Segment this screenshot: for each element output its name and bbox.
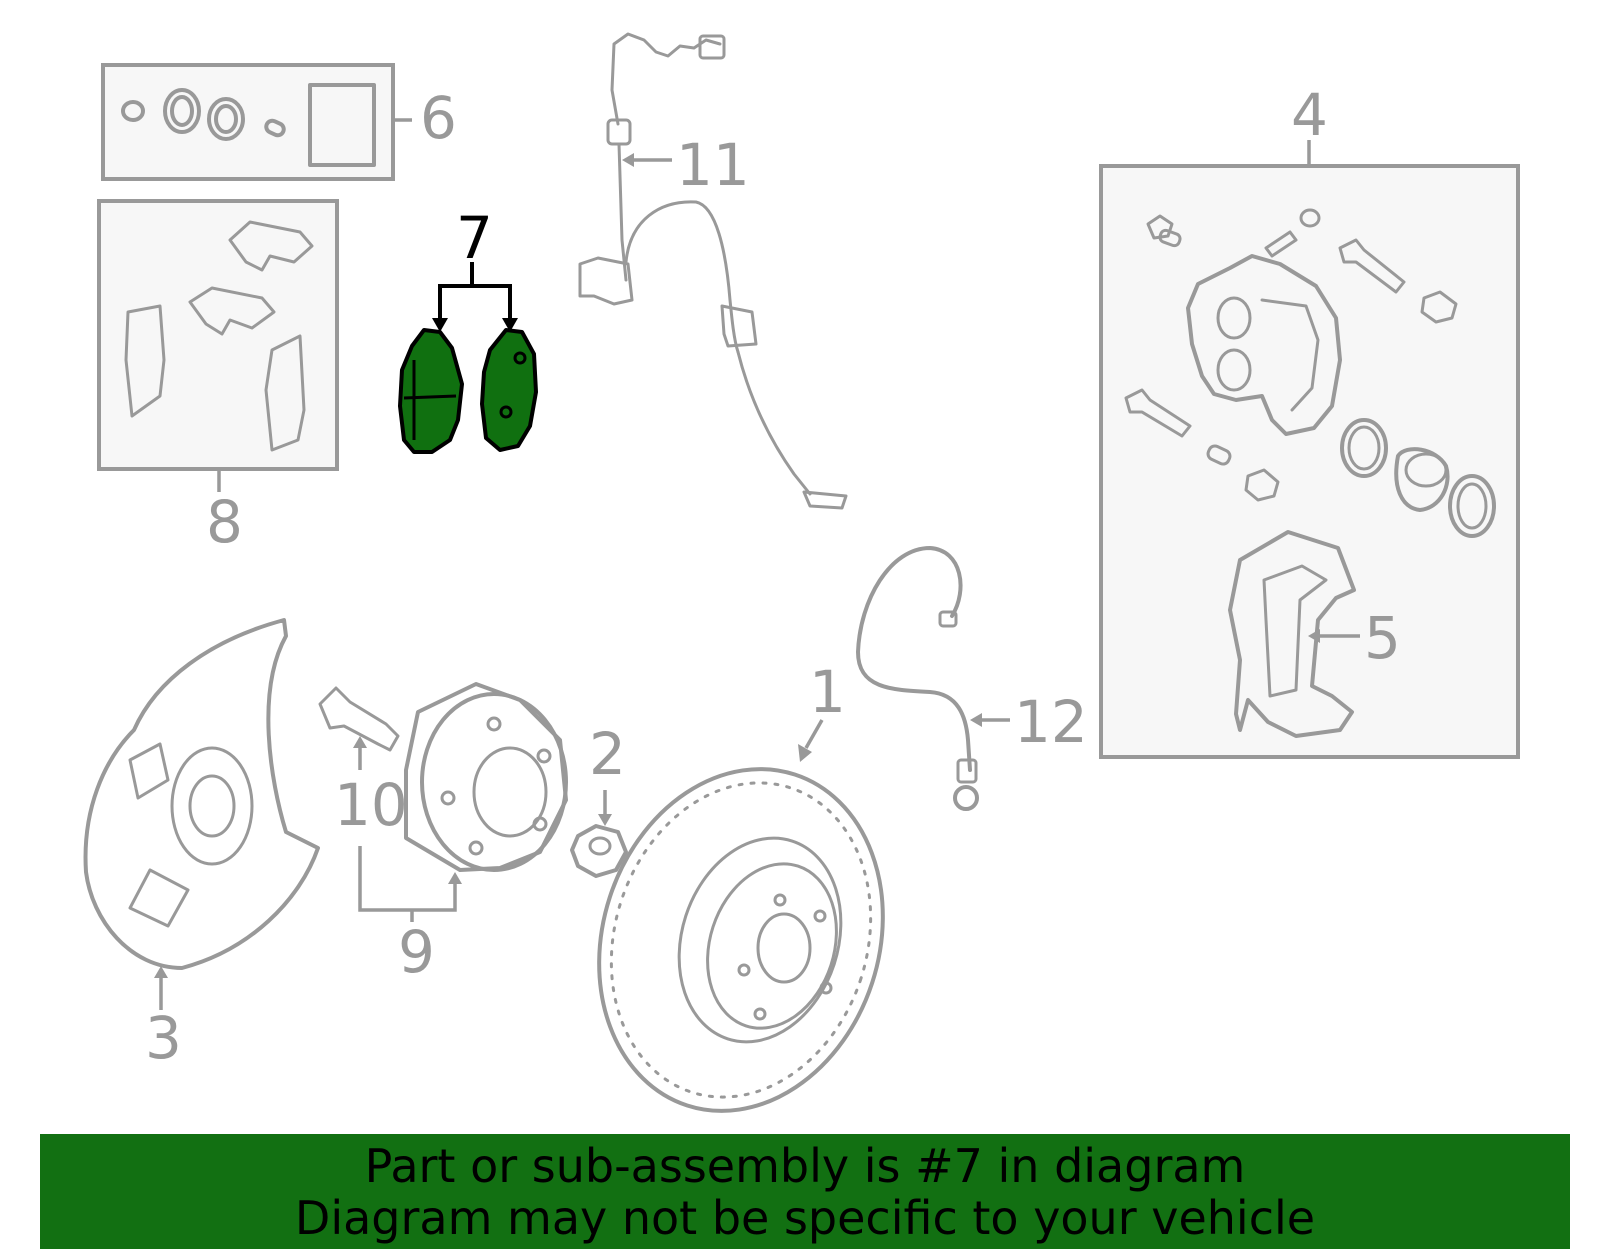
callout-2[interactable]: 2 [589,720,626,788]
info-banner: Part or sub-assembly is #7 in diagram Di… [40,1134,1570,1249]
part-3-dust-shield[interactable] [83,618,320,1010]
callout-11[interactable]: 11 [676,131,750,199]
callout-4[interactable]: 4 [1291,81,1328,149]
banner-line-2: Diagram may not be specific to your vehi… [294,1190,1316,1245]
part-12-brake-hose[interactable] [856,546,1010,811]
part-1-brake-disc[interactable] [556,719,926,1148]
part-9-hub-bearing[interactable] [358,682,568,922]
callout-12[interactable]: 12 [1014,688,1088,756]
callout-5[interactable]: 5 [1364,604,1401,672]
part-8-hardware-kit[interactable] [97,199,339,492]
callout-9[interactable]: 9 [398,918,435,986]
callout-10[interactable]: 10 [334,771,408,839]
banner-line-1: Part or sub-assembly is #7 in diagram [364,1138,1246,1193]
part-6-seal-kit[interactable] [101,63,412,181]
part-7-brake-pads[interactable] [398,328,538,454]
callout-1[interactable]: 1 [809,658,846,726]
callout-7-leader [432,262,518,332]
part-10-wheel-stud[interactable] [318,686,400,770]
callout-8[interactable]: 8 [206,488,243,556]
callout-3[interactable]: 3 [145,1004,182,1072]
part-2-hub-nut[interactable] [570,790,628,878]
part-11-abs-sensor[interactable] [578,32,848,510]
part-5-caliper-bracket[interactable] [1228,530,1360,738]
part-4-caliper-assembly[interactable] [1099,140,1520,759]
callout-7[interactable]: 7 [456,204,493,272]
callout-6[interactable]: 6 [420,84,457,152]
